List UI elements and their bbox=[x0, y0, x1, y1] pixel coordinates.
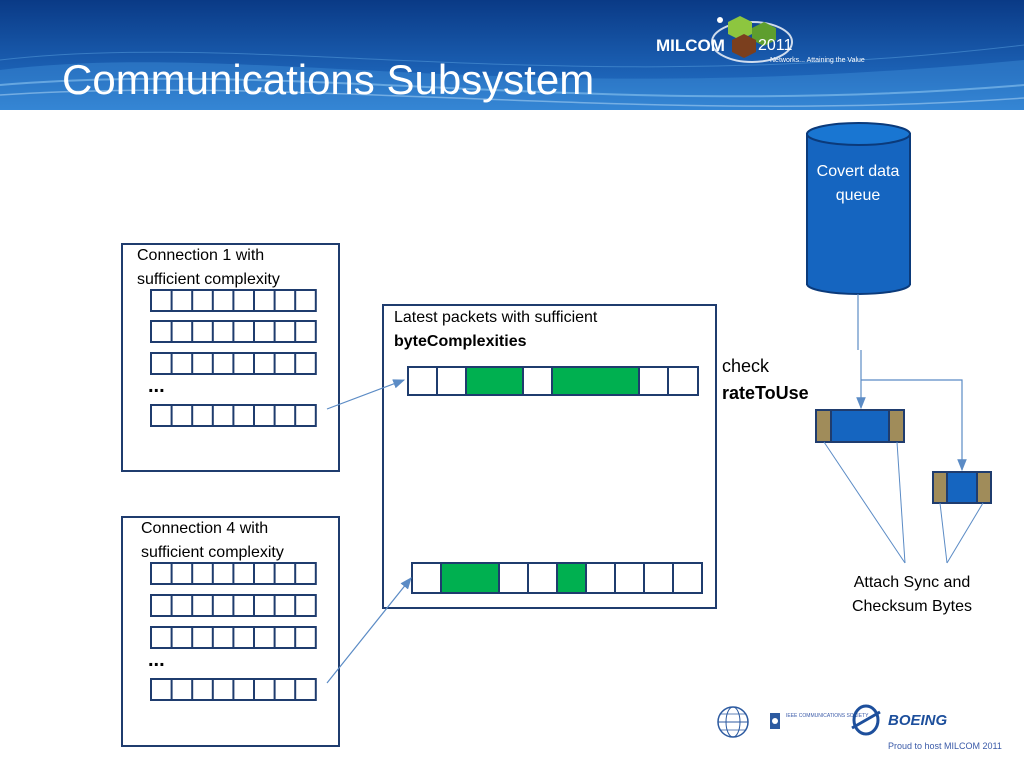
attach-label-line2: Checksum Bytes bbox=[852, 598, 972, 615]
connection-4-ellipsis: ... bbox=[148, 649, 165, 671]
packet-row bbox=[150, 404, 317, 427]
arrow-connection-1-to-packets bbox=[326, 379, 406, 410]
footer-text: Proud to host MILCOM 2011 bbox=[888, 741, 1002, 751]
milcom-tagline: Networks... Attaining the Value bbox=[770, 57, 865, 64]
slide-title: Communications Subsystem bbox=[62, 56, 595, 103]
sync-packet-1 bbox=[815, 409, 905, 443]
connection-4-label-line2: sufficient complexity bbox=[141, 544, 284, 561]
latest-packets-label-line1: Latest packets with sufficient bbox=[394, 309, 598, 326]
afcea-logo bbox=[717, 706, 749, 738]
latest-packet-bottom bbox=[411, 562, 703, 594]
arrow-queue-to-sync-packet-2 bbox=[861, 379, 967, 472]
covert-data-queue: Covert data queue bbox=[806, 122, 911, 295]
connection-4-box: Connection 4 with sufficient complexity … bbox=[121, 516, 340, 747]
callout-line-1b bbox=[896, 441, 906, 564]
connection-4-packet-rows bbox=[150, 562, 317, 701]
packet-row bbox=[150, 562, 317, 585]
milcom-event-name: MILCOM bbox=[656, 36, 725, 55]
boeing-logo: BOEING bbox=[851, 704, 948, 736]
sync-packet-2 bbox=[932, 471, 992, 504]
boeing-logo-text: BOEING bbox=[888, 712, 948, 729]
callout-line-2a bbox=[939, 502, 948, 564]
queue-label-line2: queue bbox=[836, 187, 881, 204]
latest-packet-top bbox=[407, 366, 699, 396]
milcom-logo bbox=[711, 16, 793, 63]
connection-1-packet-rows bbox=[150, 289, 317, 427]
ieee-logo-text: IEEE COMMUNICATIONS SOCIETY bbox=[786, 713, 869, 719]
arrow-connection-4-to-packets bbox=[326, 577, 412, 684]
check-label-line1: check bbox=[722, 356, 770, 376]
packet-row bbox=[150, 289, 317, 312]
latest-packets-box: Latest packets with sufficient byteCompl… bbox=[382, 304, 717, 609]
packet-row bbox=[150, 678, 317, 701]
packet-row bbox=[150, 594, 317, 617]
latest-packets-label-line2: byteComplexities bbox=[394, 333, 527, 350]
callout-line-2b bbox=[946, 502, 984, 564]
queue-label-line1: Covert data bbox=[817, 163, 900, 180]
banner-graphic bbox=[0, 0, 1024, 110]
packet-row bbox=[150, 320, 317, 343]
header-banner: MILCOM 2011 Networks... Attaining the Va… bbox=[0, 0, 1024, 110]
connection-1-label-line1: Connection 1 with bbox=[137, 247, 264, 264]
connection-1-ellipsis: ... bbox=[148, 375, 165, 397]
connection-1-label-line2: sufficient complexity bbox=[137, 271, 280, 288]
attach-label-line1: Attach Sync and bbox=[854, 574, 971, 591]
connection-1-box: Connection 1 with sufficient complexity … bbox=[121, 243, 340, 472]
packet-row bbox=[150, 352, 317, 375]
check-label-line2: rateToUse bbox=[722, 383, 809, 403]
milcom-year: 2011 bbox=[758, 37, 793, 54]
packet-row bbox=[150, 626, 317, 649]
connection-4-label-line1: Connection 4 with bbox=[141, 520, 268, 537]
ieee-comsoc-logo: IEEE COMMUNICATIONS SOCIETY bbox=[770, 713, 869, 729]
callout-line-1a bbox=[823, 441, 906, 564]
